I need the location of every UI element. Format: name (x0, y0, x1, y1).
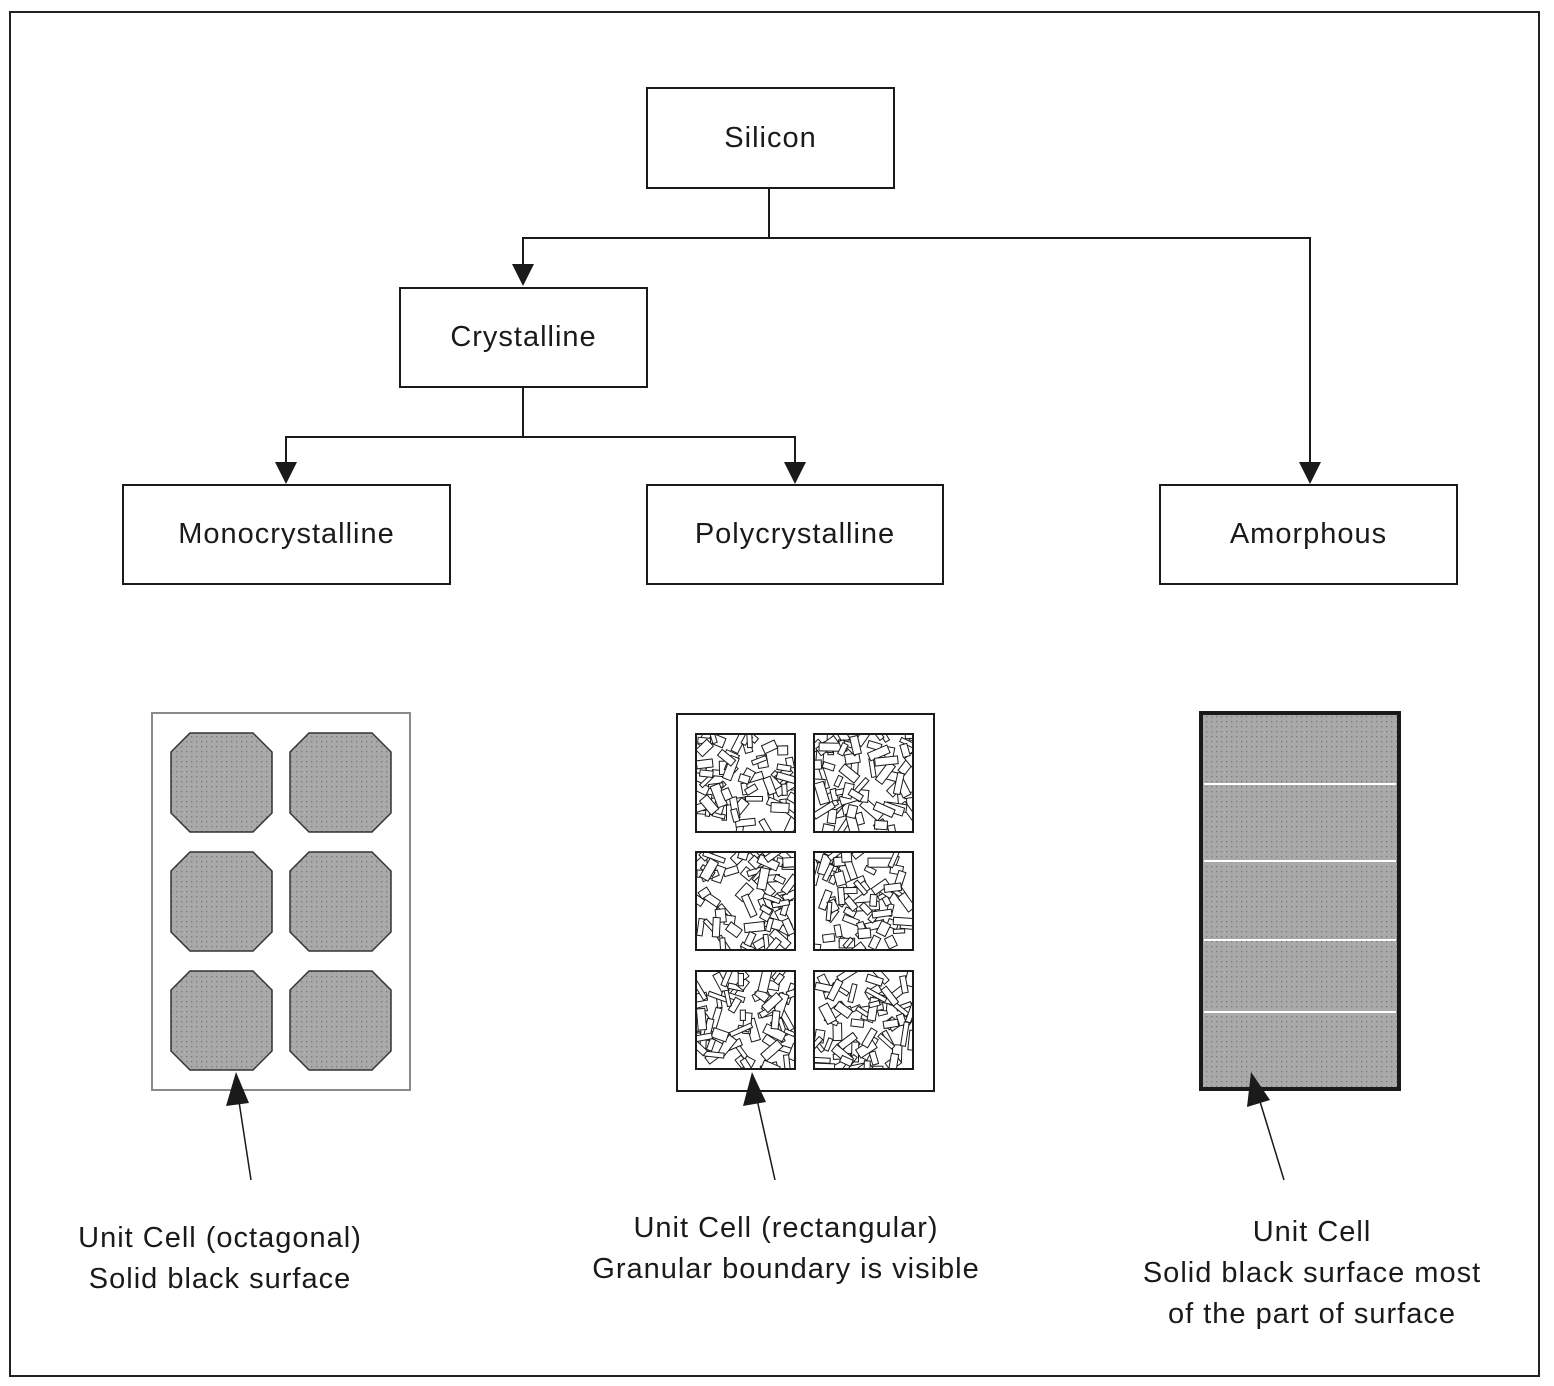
mono-caption-line: Solid black surface (88, 1263, 352, 1295)
connectors (285, 188, 1311, 464)
amorphous-panel (1199, 711, 1401, 1091)
connector-to-monocrystalline (285, 436, 523, 464)
mono-caption: Unit Cell (octagonal) Solid black surfac… (20, 1218, 420, 1300)
amorphous-pointer (1257, 1094, 1285, 1181)
mono-octagonal-cells (170, 732, 392, 1071)
arrowhead-amorphous (1299, 462, 1321, 484)
granular-cell (695, 970, 796, 1070)
granular-cell (695, 851, 796, 951)
granular-cell (813, 733, 914, 833)
amorphous-caption-line: Solid black surface most (1142, 1257, 1482, 1289)
amorphous-caption-line: Unit Cell (1252, 1216, 1372, 1248)
octagonal-cell (170, 732, 273, 833)
connector-to-polycrystalline (523, 436, 796, 464)
octagonal-cell (170, 851, 273, 952)
node-crystalline-label: Crystalline (450, 321, 597, 353)
amorphous-box (1159, 484, 1458, 585)
node-monocrystalline-label: Monocrystalline (178, 518, 395, 550)
granular-cell (695, 733, 796, 833)
polycrystalline-panel (676, 713, 935, 1092)
poly-caption: Unit Cell (rectangular) Granular boundar… (556, 1208, 1016, 1290)
crystalline-box (399, 287, 648, 388)
amorphous-strip-lines (1204, 783, 1396, 1013)
caption-pointers (226, 1072, 1285, 1181)
monocrystalline-box (122, 484, 451, 585)
node-polycrystalline-label: Polycrystalline (694, 518, 896, 550)
polycrystalline-box (646, 484, 944, 585)
arrowhead-crystalline (512, 264, 534, 286)
poly-pointer-head (743, 1072, 766, 1106)
connector-arrowheads (275, 264, 1321, 484)
poly-caption-line: Unit Cell (rectangular) (633, 1212, 939, 1244)
amorphous-pointer-head (1247, 1072, 1270, 1107)
monocrystalline-panel (151, 712, 411, 1091)
amorphous-caption-line: of the part of surface (1168, 1298, 1456, 1330)
octagonal-cell (289, 851, 392, 952)
granular-cell (813, 851, 914, 951)
octagonal-cell (289, 732, 392, 833)
diagram-frame (9, 11, 1540, 1377)
arrowhead-monocrystalline (275, 462, 297, 484)
node-amorphous-label: Amorphous (1229, 518, 1388, 550)
arrowhead-polycrystalline (784, 462, 806, 484)
poly-pointer (755, 1094, 776, 1181)
mono-pointer-head (226, 1072, 249, 1106)
silicon-box (646, 87, 895, 189)
octagonal-cell (289, 970, 392, 1071)
poly-caption-line: Granular boundary is visible (592, 1253, 980, 1285)
connector-to-crystalline (522, 237, 769, 266)
connector-to-amorphous (769, 237, 1311, 464)
octagonal-cell (170, 970, 273, 1071)
poly-granular-cells (695, 733, 914, 1070)
amorphous-caption: Unit Cell Solid black surface most of th… (1102, 1212, 1522, 1335)
amorphous-panel-frame (1199, 711, 1401, 1091)
node-silicon-label: Silicon (724, 121, 817, 154)
granular-cell (813, 970, 914, 1070)
mono-pointer (237, 1094, 252, 1181)
mono-caption-line: Unit Cell (octagonal) (78, 1222, 362, 1254)
